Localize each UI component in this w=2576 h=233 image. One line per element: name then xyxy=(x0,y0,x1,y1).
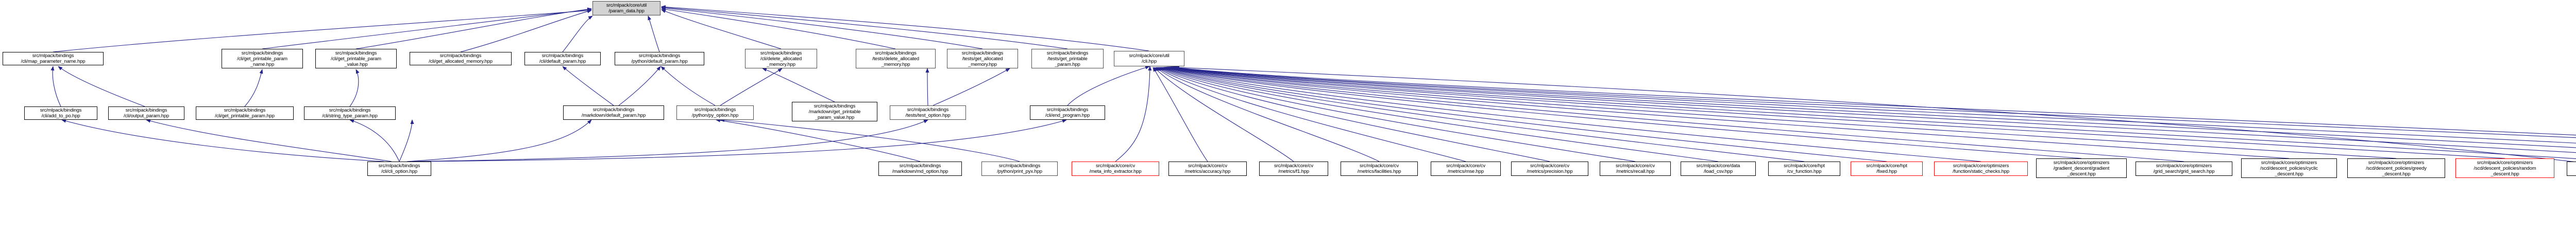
graph-node[interactable]: src/mlpack/core/cv /metrics/recall.hpp xyxy=(1600,162,1671,176)
graph-node[interactable]: src/mlpack/bindings /cli/get_printable_p… xyxy=(196,106,294,120)
graph-node[interactable]: src/mlpack/core/cv /metrics/accuracy.hpp xyxy=(1168,162,1247,176)
graph-node[interactable]: src/mlpack/core/cv /metrics/precision.hp… xyxy=(1511,162,1588,176)
graph-node[interactable]: src/mlpack/bindings /python/py_option.hp… xyxy=(676,105,754,120)
graph-node[interactable]: src/mlpack/bindings /cli/string_type_par… xyxy=(304,106,396,120)
graph-node[interactable]: src/mlpack/core/hpt /cv_function.hpp xyxy=(1768,162,1840,176)
graph-node[interactable]: src/mlpack/core/optimizers /gradient_des… xyxy=(2036,158,2127,178)
graph-node[interactable]: src/mlpack/core/cv /meta_info_extractor.… xyxy=(1072,162,1159,176)
graph-node[interactable]: src/mlpack/bindings /cli/get_printable_p… xyxy=(315,49,397,68)
graph-node[interactable]: src/mlpack/core/util /cli.hpp xyxy=(1114,51,1184,66)
graph-node[interactable]: src/mlpack/bindings /cli/add_to_po.hpp xyxy=(24,106,97,120)
graph-node[interactable]: src/mlpack/bindings /cli/map_parameter_n… xyxy=(3,52,104,65)
graph-node[interactable]: src/mlpack/bindings /tests/get_printable… xyxy=(1031,49,1104,68)
graph-node[interactable]: src/mlpack/bindings /cli/end_program.hpp xyxy=(1030,105,1105,120)
graph-node[interactable]: src/mlpack/bindings /cli/default_param.h… xyxy=(524,52,601,65)
graph-node[interactable]: src/mlpack/core/cv /metrics/f1.hpp xyxy=(1259,162,1328,176)
graph-node[interactable]: src/mlpack/core/optimizers /scd/descent_… xyxy=(2241,158,2337,178)
graph-node[interactable]: src/mlpack/bindings /cli/delete_allocate… xyxy=(745,49,817,68)
graph-node[interactable]: src/mlpack/bindings /markdown/get_printa… xyxy=(792,102,877,121)
graph-node[interactable]: src/mlpack/bindings /tests/get_allocated… xyxy=(947,49,1018,68)
graph-node[interactable]: src/mlpack/core/data /load_csv.hpp xyxy=(1681,162,1756,176)
graph-node[interactable]: src/mlpack/core/optimizers /grid_search/… xyxy=(2136,162,2232,176)
graph-node[interactable]: src/mlpack/core/optimizers /scd/descent_… xyxy=(2347,158,2445,178)
graph-node[interactable]: src/mlpack/bindings /python/print_pyx.hp… xyxy=(981,162,1058,176)
graph-node[interactable]: src/mlpack/core/cv /metrics/facilities.h… xyxy=(1341,162,1418,176)
graph-node[interactable]: src/mlpack/bindings /markdown/md_option.… xyxy=(878,162,962,176)
graph-node[interactable]: src/mlpack/methods /adaboost/adaboost_mo… xyxy=(2567,162,2576,176)
graph-node[interactable]: src/mlpack/core/optimizers /function/sta… xyxy=(1934,162,2028,176)
graph-node[interactable]: src/mlpack/bindings /tests/test_option.h… xyxy=(890,105,966,120)
graph-node[interactable]: src/mlpack/bindings /cli/get_printable_p… xyxy=(222,49,303,68)
graph-node[interactable]: src/mlpack/bindings /cli/output_param.hp… xyxy=(108,106,184,120)
graph-node[interactable]: src/mlpack/core/hpt /fixed.hpp xyxy=(1851,162,1923,176)
graph-node[interactable]: src/mlpack/core/cv /metrics/mse.hpp xyxy=(1431,162,1501,176)
graph-node[interactable]: src/mlpack/bindings /cli/get_allocated_m… xyxy=(410,52,512,65)
graph-node-root[interactable]: src/mlpack/core/util /param_data.hpp xyxy=(592,1,660,15)
graph-node[interactable]: src/mlpack/bindings /python/default_para… xyxy=(615,52,704,65)
graph-node[interactable]: src/mlpack/bindings /markdown/default_pa… xyxy=(563,105,664,120)
graph-node[interactable]: src/mlpack/bindings /tests/delete_alloca… xyxy=(856,49,936,68)
graph-node[interactable]: src/mlpack/bindings /cli/cli_option.hpp xyxy=(367,162,431,176)
graph-node[interactable]: src/mlpack/core/optimizers /scd/descent_… xyxy=(2455,158,2554,178)
